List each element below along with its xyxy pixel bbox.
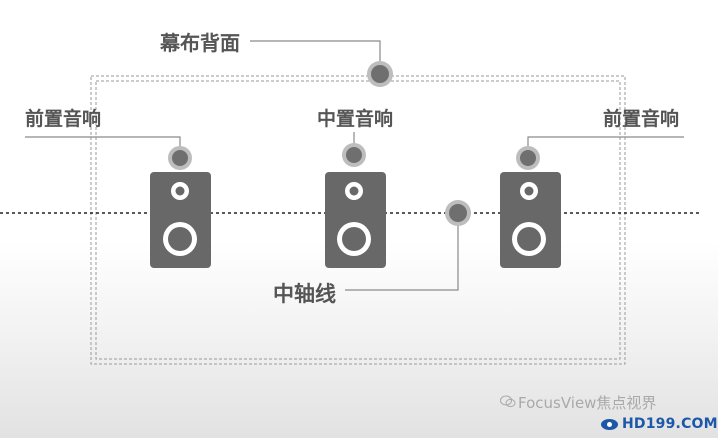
center-speaker-icon (325, 172, 386, 268)
center-marker (342, 143, 366, 167)
center-axis-label: 中轴线 (273, 282, 336, 306)
screen-outline (90, 75, 626, 365)
screen-back-label: 幕布背面 (160, 31, 240, 55)
watermark-text: FocusView焦点视界 (518, 394, 657, 412)
front-left-connector (25, 136, 181, 150)
front-right-speaker-label: 前置音响 (603, 108, 680, 130)
markers (168, 61, 540, 226)
front-right-speaker-icon (500, 172, 561, 268)
front-left-speaker-label: 前置音响 (25, 108, 102, 130)
screen-back-marker (367, 61, 393, 87)
front-left-marker (168, 146, 192, 170)
front-right-marker (516, 146, 540, 170)
screen-back-connector (250, 40, 381, 66)
home-theater-diagram (0, 40, 699, 365)
connector-lines (25, 40, 684, 291)
front-left-speaker-icon (150, 172, 211, 268)
axis-marker (445, 200, 471, 226)
wechat-icon (500, 394, 516, 412)
front-right-connector (527, 136, 684, 150)
axis-connector (345, 225, 459, 291)
eye-logo-icon (601, 418, 618, 430)
watermark: FocusView焦点视界 (500, 392, 656, 413)
site-logo: HD199.COM (601, 415, 718, 433)
logo-text: HD199.COM (622, 416, 718, 432)
center-speaker-label: 中置音响 (317, 108, 394, 130)
